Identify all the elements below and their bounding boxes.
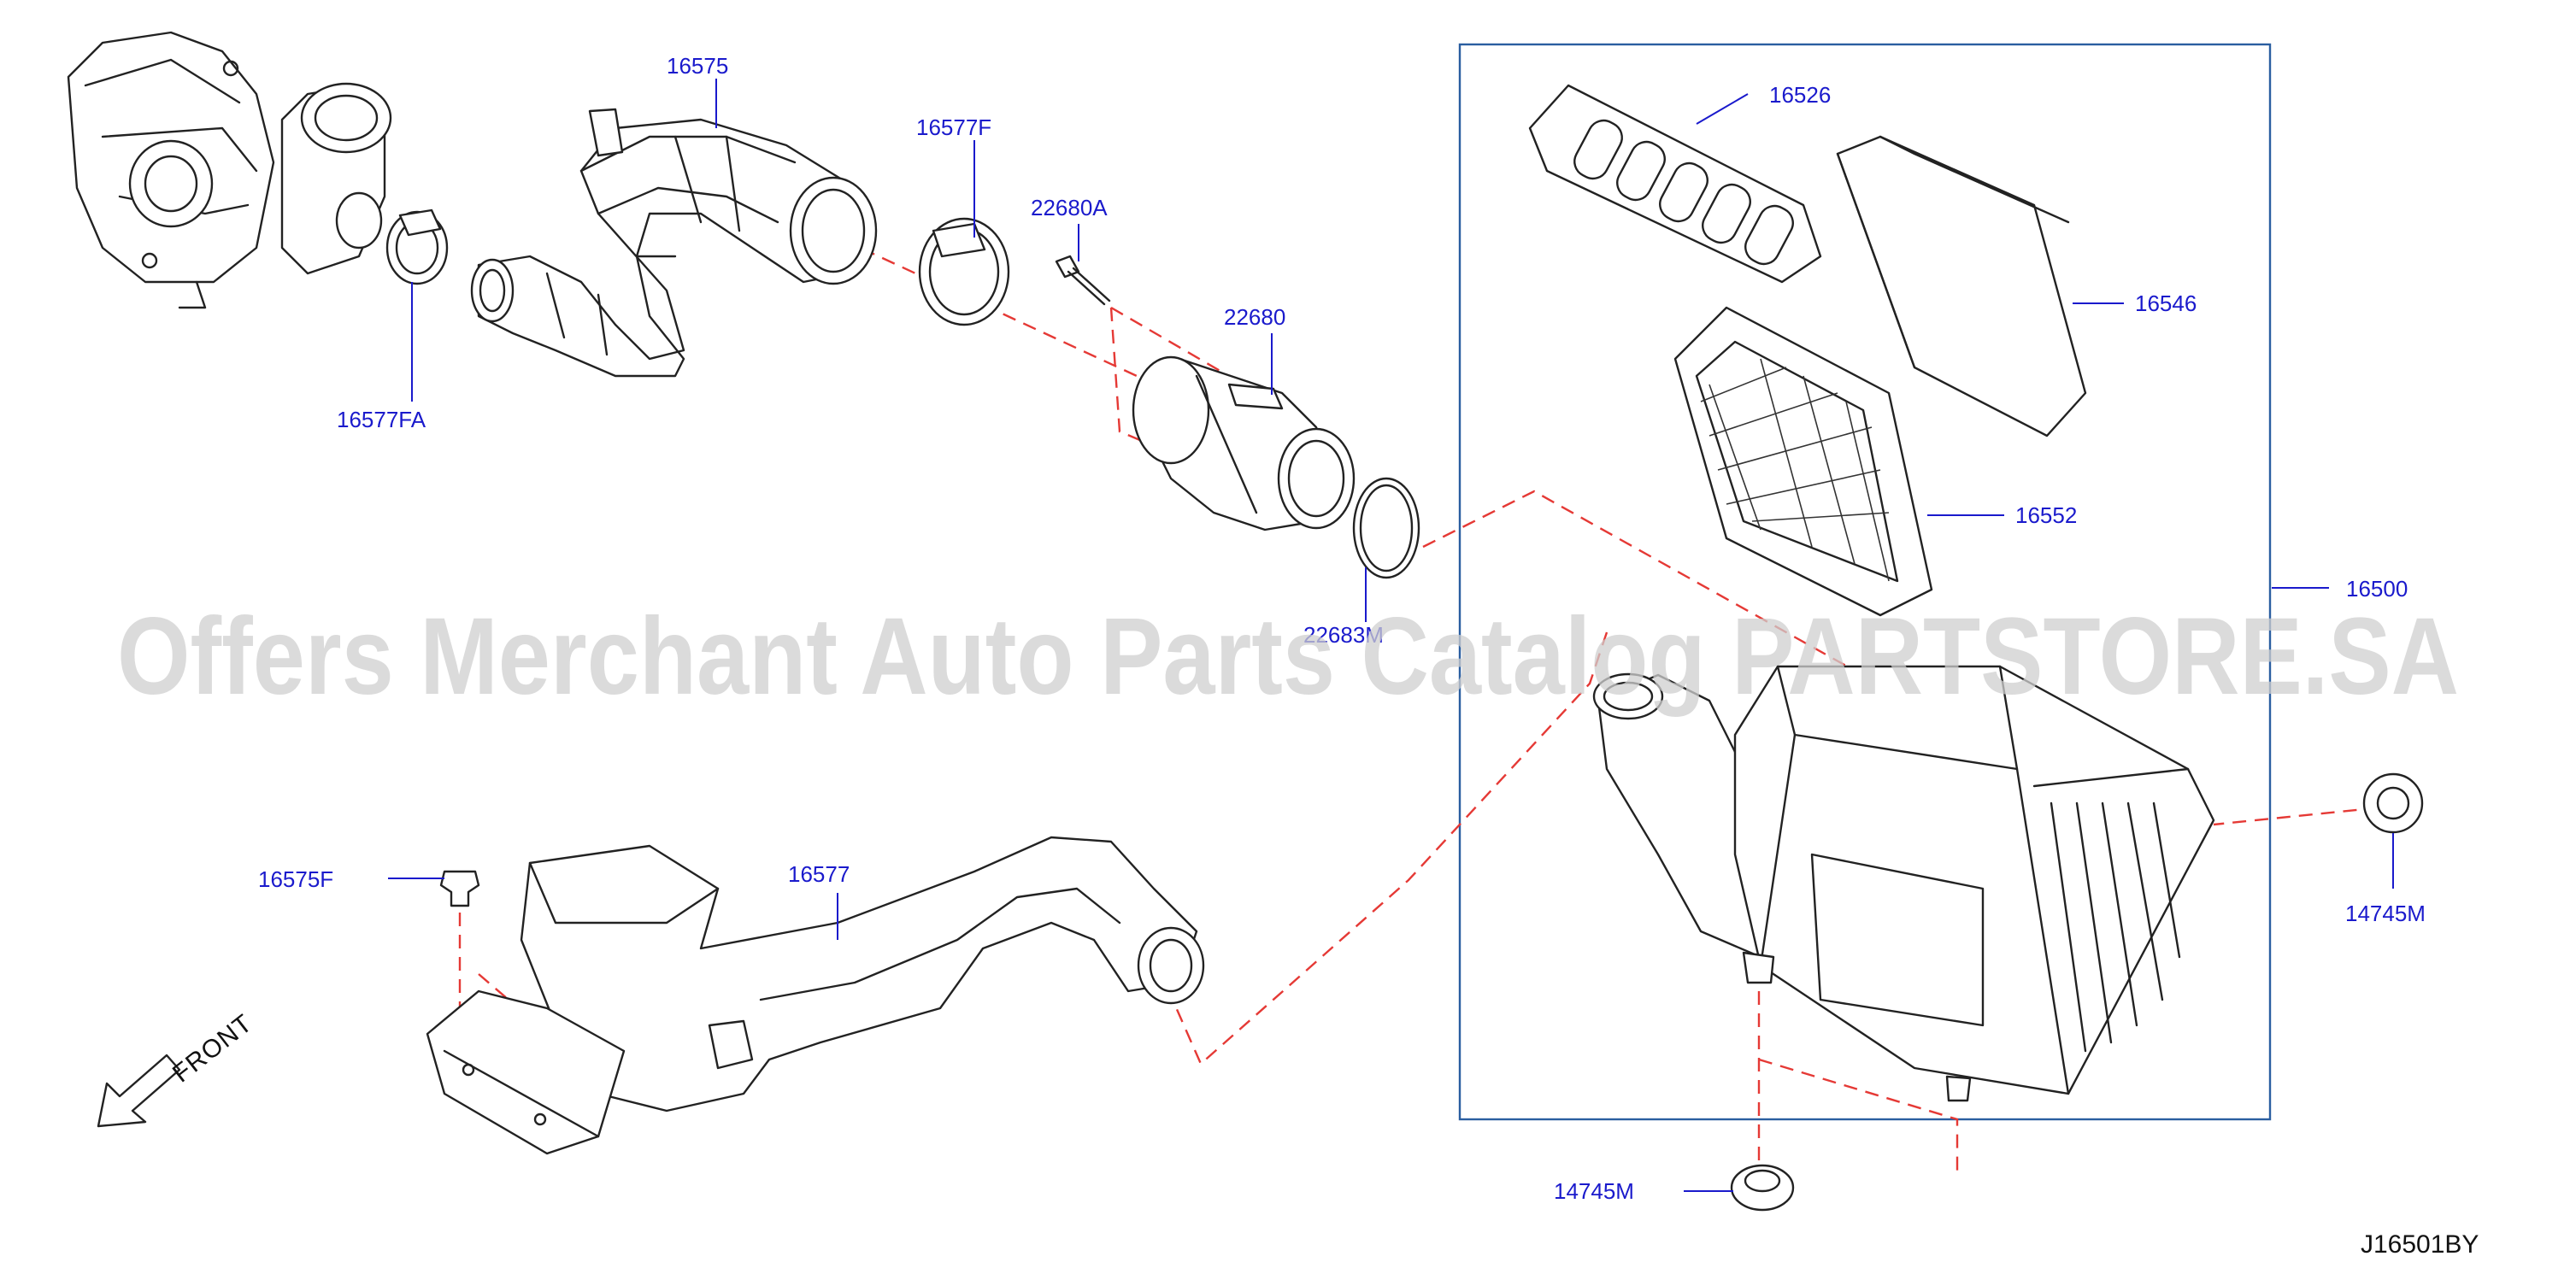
- label-16577F: 16577F: [916, 114, 991, 140]
- front-label: FRONT: [168, 1009, 258, 1089]
- label-16575F: 16575F: [258, 866, 333, 892]
- label-22680: 22680: [1224, 304, 1285, 330]
- gasket-22683M: [1352, 477, 1420, 579]
- cover-16526: [1528, 84, 1822, 284]
- leader-lines: [388, 79, 2394, 1192]
- label-16577FA: 16577FA: [337, 407, 426, 432]
- grommet-14745M-right: [2362, 772, 2424, 834]
- assembly-frame-16500: [1458, 43, 2272, 1121]
- air-flow-sensor-22680: [1132, 355, 1356, 531]
- watermark-text: Offers Merchant Auto Parts Catalog PARTS…: [117, 596, 2459, 718]
- label-16500: 16500: [2346, 576, 2408, 602]
- intake-hose-16575: [470, 108, 878, 378]
- label-16552: 16552: [2015, 502, 2077, 528]
- grommet-14745M-bottom: [1730, 1164, 1795, 1212]
- front-arrow: [97, 1054, 181, 1128]
- hose-clamp-16577F: [918, 217, 1010, 326]
- hose-clamp-16577FA: [385, 208, 449, 285]
- label-22680A: 22680A: [1031, 195, 1108, 220]
- turbocharger-assembly: [67, 31, 392, 309]
- filter-cover-16546: [1836, 135, 2087, 437]
- air-duct-16577: [426, 836, 1205, 1155]
- air-cleaner-lower-box: [1592, 665, 2215, 1102]
- label-14745M-right: 14745M: [2345, 901, 2426, 926]
- label-16526: 16526: [1769, 82, 1831, 108]
- label-16575: 16575: [667, 53, 728, 79]
- label-16546: 16546: [2135, 291, 2197, 316]
- diagram-code: J16501BY: [2361, 1230, 2479, 1259]
- label-16577: 16577: [788, 861, 850, 887]
- clip-16575F: [439, 870, 480, 907]
- bolt-22680A: [1055, 255, 1111, 306]
- label-14745M-bottom: 14745M: [1554, 1178, 1634, 1204]
- label-22683M: 22683M: [1303, 622, 1384, 648]
- air-filter-16552: [1673, 306, 1933, 617]
